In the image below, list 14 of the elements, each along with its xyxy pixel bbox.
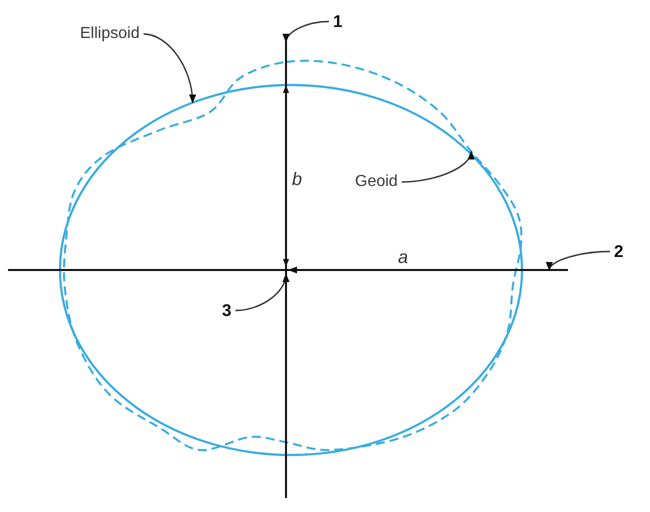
leader-line	[402, 150, 474, 183]
dimension-label: a	[398, 248, 408, 266]
callout-number: 1	[333, 13, 342, 30]
ellipsoid-label: Ellipsoid	[80, 26, 140, 42]
callout-number: 3	[222, 302, 232, 319]
leader-line	[548, 250, 610, 271]
geoid-label: Geoid	[355, 174, 398, 190]
vertical-axis	[285, 38, 287, 498]
leader-line	[144, 33, 196, 104]
dimension-label: b	[292, 170, 302, 188]
leader-line	[284, 20, 330, 43]
callout-number: 2	[614, 243, 624, 260]
leader-line	[235, 273, 289, 312]
horizontal-axis	[8, 269, 568, 271]
